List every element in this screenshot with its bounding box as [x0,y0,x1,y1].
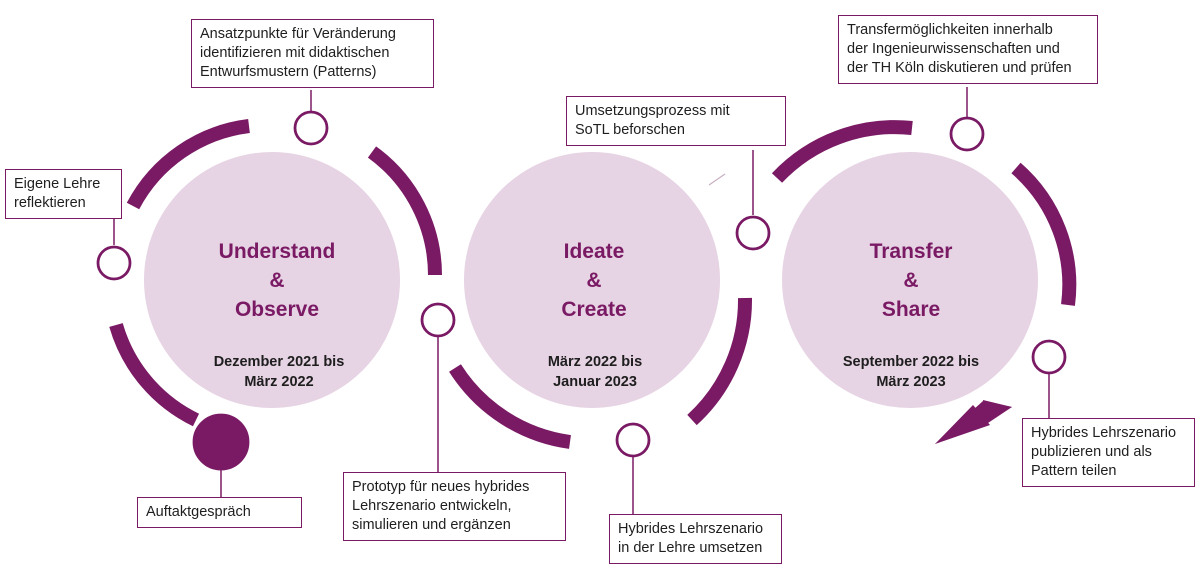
step-text: in der Lehre umsetzen [618,540,763,556]
phase-title: & [903,269,918,292]
step-text: simulieren und ergänzen [352,517,511,533]
step-text: Auftaktgespräch [146,504,251,520]
phase-title: & [269,269,284,292]
step-box-transfer: Transfermöglichkeiten innerhalb der Inge… [838,15,1098,84]
phase-date: Dezember 2021 bis [214,354,345,370]
step-node [96,245,132,281]
phase-title: Understand [219,240,336,263]
phase-date: Januar 2023 [553,374,637,390]
step-text: identifizieren mit didaktischen [200,45,390,61]
step-text: der Ingenieurwissenschaften und [847,41,1060,57]
step-text: Entwurfsmustern (Patterns) [200,64,377,80]
phase-title: Create [561,298,626,321]
cycle-arc [1011,162,1077,306]
step-box-umsetzen: Hybrides Lehrszenario in der Lehre umset… [609,514,782,564]
step-text: publizieren und als [1031,444,1152,460]
step-text: Prototyp für neues hybrides [352,479,530,495]
step-box-ansatzpunkte: Ansatzpunkte für Veränderung identifizie… [191,19,434,88]
step-box-prototyp: Prototyp für neues hybrides Lehrszenario… [343,472,566,541]
step-box-auftaktgespraech: Auftaktgespräch [137,497,302,528]
step-text: Transfermöglichkeiten innerhalb [847,22,1053,38]
cycle-arc [687,297,753,426]
arrow-head-part [935,405,990,444]
cycle-arc [126,119,250,210]
cycle-arc [367,146,442,276]
step-text: Hybrides Lehrszenario [618,521,764,537]
phase-circle-transfer [782,152,1038,408]
phase-date: März 2022 bis [548,354,642,370]
step-node [420,302,456,338]
phase-circle-understand [144,152,400,408]
cycle-arc [449,364,572,449]
phase-title: Transfer [870,240,953,263]
step-node [1031,339,1067,375]
step-text: Lehrszenario entwickeln, [352,498,512,514]
phase-title: Share [882,298,940,321]
phase-title: Ideate [564,240,625,263]
cycle-arc [771,120,913,183]
step-node [735,215,771,251]
arrow-head-part [983,400,1012,425]
step-box-sotl: Umsetzungsprozess mit SoTL beforschen [566,96,786,146]
step-text: Eigene Lehre [14,176,101,192]
start-node [192,413,250,471]
phase-title: Observe [235,298,319,321]
step-node [949,116,985,152]
phase-date: September 2022 bis [843,354,979,370]
step-text: Hybrides Lehrszenario [1031,425,1177,441]
step-text: Umsetzungsprozess mit [575,103,730,119]
decorative-tick [708,173,726,186]
step-text: Ansatzpunkte für Veränderung [200,26,396,42]
phase-circle-ideate [464,152,720,408]
step-node [293,110,329,146]
step-text: SoTL beforschen [575,122,685,138]
cycle-arc [109,322,200,427]
step-text: Pattern teilen [1031,463,1117,479]
step-text: der TH Köln diskutieren und prüfen [847,60,1072,76]
step-box-reflektieren: Eigene Lehre reflektieren [5,169,122,219]
phase-date: März 2023 [876,374,945,390]
phase-date: März 2022 [244,374,313,390]
step-text: reflektieren [14,195,86,211]
phase-title: & [586,269,601,292]
step-box-publizieren: Hybrides Lehrszenario publizieren und al… [1022,418,1195,487]
step-node [615,422,651,458]
